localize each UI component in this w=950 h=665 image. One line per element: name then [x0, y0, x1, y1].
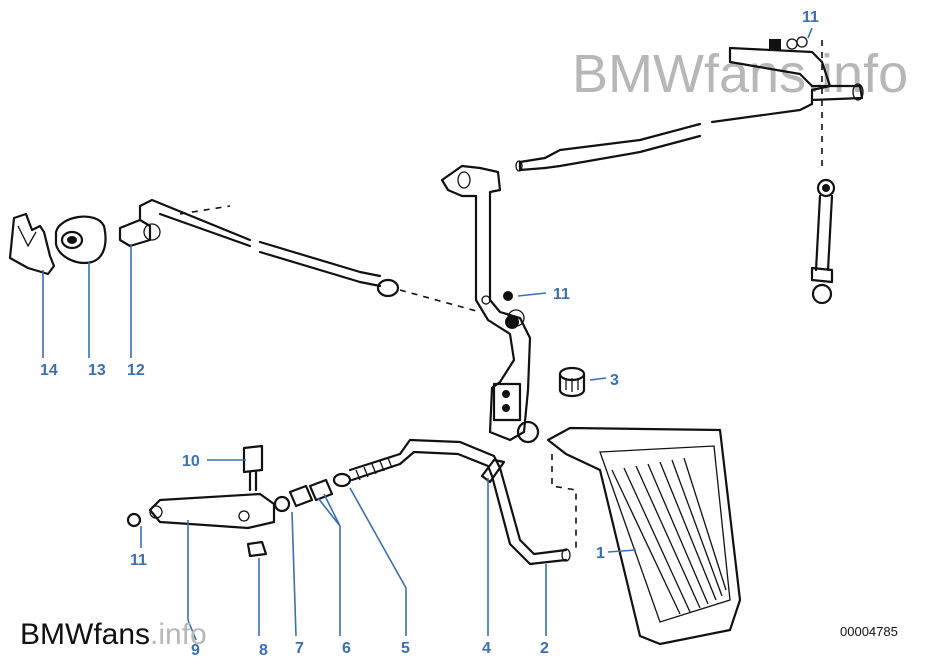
- throttle-cable: [8, 198, 481, 313]
- rubber-mount: [558, 366, 586, 398]
- callout-11-mid: 11: [553, 286, 570, 303]
- callout-11-top: 11: [802, 9, 819, 26]
- pedal-lever: [126, 444, 276, 558]
- watermark-bottom: BMWfans.info: [20, 618, 207, 651]
- accelerator-pedal: [546, 426, 742, 646]
- callout-8: 8: [259, 642, 268, 659]
- callout-6: 6: [342, 640, 351, 657]
- watermark-top: BMWfans.info: [572, 44, 908, 104]
- callout-labels: 11 11 3 14 13 12 10 11 9 8 7 6 5 4 2 1: [40, 9, 819, 659]
- callout-12: 12: [127, 362, 145, 379]
- callout-10: 10: [182, 453, 200, 470]
- connecting-link: [810, 178, 836, 305]
- diagram-code: 00004785: [840, 624, 898, 639]
- callout-5: 5: [401, 640, 410, 657]
- watermark-bottom-main: BMWfans: [20, 618, 150, 651]
- callout-7: 7: [295, 640, 304, 657]
- watermark-bottom-suffix: .info: [150, 618, 207, 651]
- callout-1: 1: [596, 545, 605, 562]
- upper-linkage-rod: [515, 36, 864, 172]
- callout-11-low: 11: [130, 552, 147, 569]
- callout-14: 14: [40, 362, 58, 379]
- callout-3: 3: [610, 372, 619, 389]
- callout-2: 2: [540, 640, 549, 657]
- callout-9: 9: [191, 642, 200, 659]
- threaded-rod: [273, 438, 571, 566]
- callout-13: 13: [88, 362, 106, 379]
- leader-lines: [42, 27, 813, 641]
- callout-4: 4: [482, 640, 491, 657]
- bell-crank-lever: [440, 164, 540, 444]
